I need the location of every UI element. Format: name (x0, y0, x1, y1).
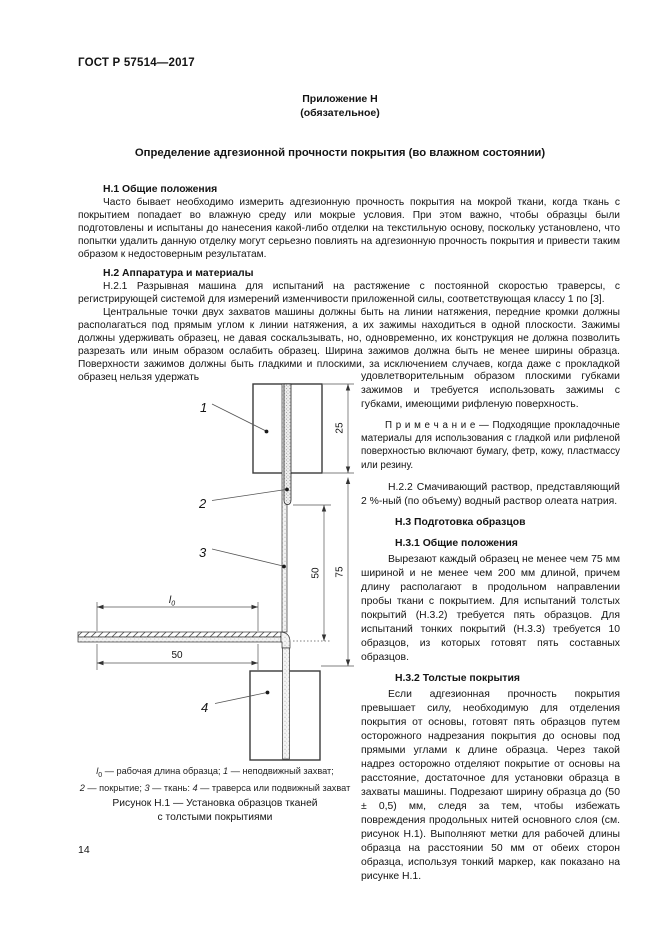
part-label-1: 1 (200, 400, 207, 415)
main-text-block: Н.1 Общие положения Часто бывает необход… (78, 183, 620, 384)
part-label-3: 3 (199, 545, 207, 560)
figure-title-line2: с толстыми покрытиями (157, 812, 273, 823)
paragraph-h31: Вырезают каждый образец не менее чем 75 … (361, 553, 620, 663)
note-paragraph: П р и м е ч а н и е — Подходящие проклад… (361, 420, 620, 471)
leader-lines (211, 403, 287, 704)
svg-text:50: 50 (311, 567, 322, 579)
specimen-coating-band (283, 383, 292, 505)
leader-dots (264, 429, 289, 695)
l0-symbol: l0 (169, 594, 175, 608)
figure-h1-drawing: 25 75 50 l0 50 (77, 383, 354, 761)
specimen-coating-horizontal (77, 631, 282, 638)
dimension-working-length: l0 (97, 594, 258, 610)
figure-title: Рисунок Н.1 — Установка образцов тканей … (58, 797, 372, 825)
page-number: 14 (78, 844, 90, 856)
paragraph-clamps: Центральные точки двух захватов машины д… (78, 307, 620, 383)
paragraph-clamps-continuation: удовлетворительным образом плоскими губк… (361, 371, 620, 410)
specimen-fabric-lower (282, 647, 290, 760)
part-number-labels: 1 2 3 4 (198, 400, 208, 715)
figure-caption-line1: l0 — рабочая длина образца; 1 — неподвиж… (96, 766, 334, 779)
part-label-4: 4 (201, 700, 208, 715)
svg-text:25: 25 (335, 422, 346, 434)
doc-number: ГОСТ Р 57514—2017 (78, 57, 195, 69)
dimension-clamp-height: 25 (335, 384, 351, 473)
section-heading-h3: Н.3 Подготовка образцов (395, 516, 526, 528)
paragraph-h22: Н.2.2 Смачивающий раствор, представляющи… (361, 481, 620, 507)
figure-caption: l0 — рабочая длина образца; 1 — неподвиж… (58, 765, 372, 795)
section-heading-h31: Н.3.1 Общие положения (395, 537, 518, 549)
paragraph-h32: Если адгезионная прочность покрытия прев… (361, 688, 620, 882)
dimension-fold-width: 50 (97, 650, 258, 666)
paragraph-h21: Н.2.1 Разрывная машина для испытаний на … (78, 281, 620, 305)
part-label-2: 2 (198, 496, 207, 511)
appendix-type: (обязательное) (300, 107, 380, 119)
paragraph-h1: Часто бывает необходимо измерить адгезио… (78, 197, 620, 260)
svg-text:50: 50 (171, 650, 183, 661)
figure-caption-line2: 2 — покрытие; 3 — ткань: 4 — траверса ил… (79, 782, 351, 793)
dimension-cut-to-fold: 50 (311, 505, 327, 641)
section-heading-h1: Н.1 Общие положения (103, 184, 218, 195)
appendix-label: Приложение Н (302, 93, 378, 105)
section-heading-h2: Н.2 Аппаратура и материалы (103, 268, 254, 279)
dimension-clamp-to-fold: 75 (335, 477, 351, 666)
specimen-corner-bend (280, 631, 291, 649)
specimen-fabric-horizontal (77, 636, 282, 643)
svg-text:75: 75 (335, 566, 346, 578)
right-column: удовлетворительным образом плоскими губк… (361, 370, 620, 884)
section-heading-h32: Н.3.2 Толстые покрытия (395, 672, 520, 684)
page-title: Определение адгезионной прочности покрыт… (134, 147, 546, 159)
figure-title-line1: Рисунок Н.1 — Установка образцов тканей (112, 798, 318, 809)
